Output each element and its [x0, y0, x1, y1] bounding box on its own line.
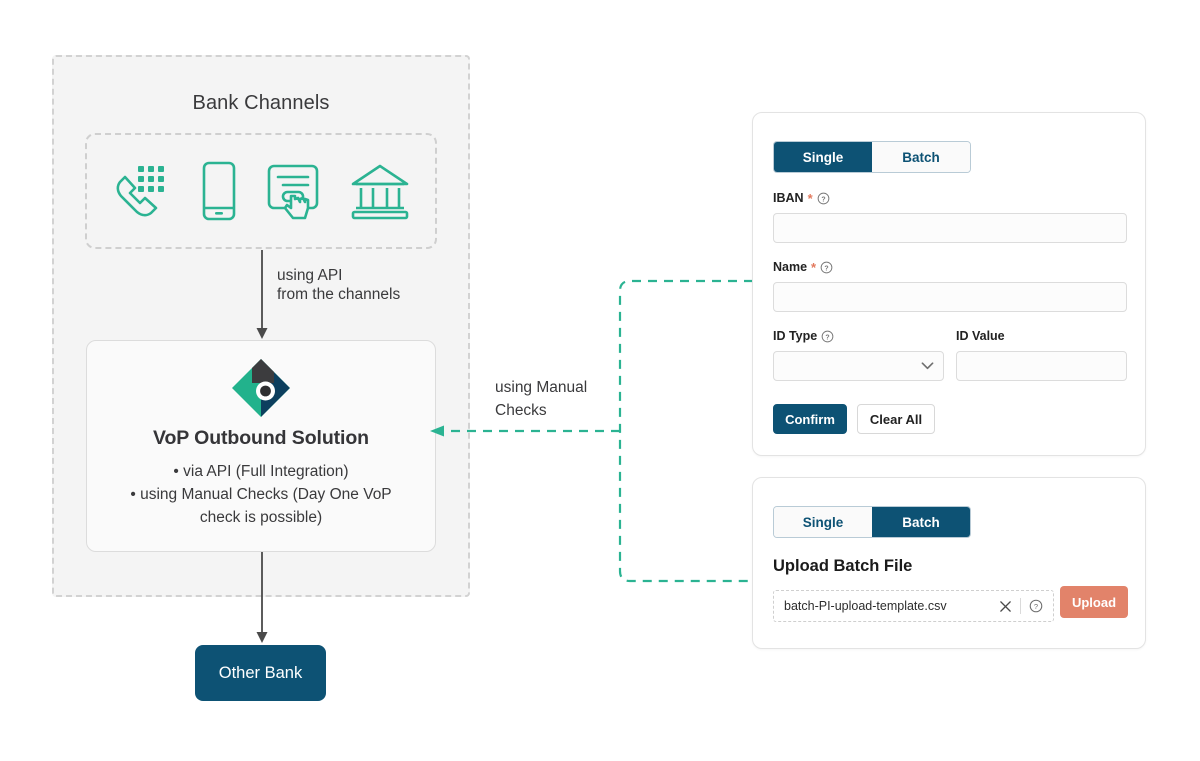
batch-tab-batch[interactable]: Batch [872, 507, 970, 537]
other-bank-flow-arrow [252, 552, 272, 644]
single-card-mode-toggle[interactable]: Single Batch [773, 141, 971, 173]
id-value-input[interactable] [956, 351, 1127, 381]
iban-input[interactable] [773, 213, 1127, 243]
vop-solution-bullets: • via API (Full Integration) • using Man… [107, 460, 415, 529]
upload-button[interactable]: Upload [1060, 586, 1128, 618]
manual-checks-connector [420, 275, 765, 587]
close-icon[interactable] [999, 600, 1012, 613]
vop-bullet-manual: • using Manual Checks (Day One VoP check… [130, 486, 392, 526]
bank-channels-title: Bank Channels [192, 92, 330, 114]
iban-label: IBAN * ? [773, 191, 830, 205]
batch-tab-single[interactable]: Single [774, 507, 872, 537]
iban-required-marker: * [807, 190, 813, 206]
id-type-select[interactable] [773, 351, 944, 381]
bank-channels-diagram: Bank Channels [52, 55, 753, 701]
online-form-click-icon [265, 160, 325, 222]
vop-brand-logo [87, 357, 435, 419]
iban-help-icon[interactable]: ? [817, 192, 830, 205]
batch-file-dropzone[interactable]: batch-PI-upload-template.csv ? [773, 590, 1054, 622]
name-required-marker: * [811, 259, 817, 275]
channels-icon-group [85, 133, 437, 249]
file-divider [1020, 598, 1021, 614]
svg-text:?: ? [824, 265, 828, 272]
other-bank-label: Other Bank [218, 663, 303, 682]
upload-batch-file-heading: Upload Batch File [773, 557, 913, 575]
name-input[interactable] [773, 282, 1127, 312]
confirm-button[interactable]: Confirm [773, 404, 847, 434]
name-help-icon[interactable]: ? [820, 261, 833, 274]
id-type-label: ID Type ? [773, 329, 834, 343]
svg-text:?: ? [826, 334, 830, 341]
batch-upload-card: Single Batch Upload Batch File batch-PI-… [752, 477, 1146, 649]
manual-checks-label: using Manual Checks [495, 379, 588, 419]
id-value-label: ID Value [956, 329, 1005, 343]
tab-batch[interactable]: Batch [872, 142, 970, 172]
bank-building-icon [349, 160, 411, 222]
vop-bullet-api: • via API (Full Integration) [173, 463, 349, 480]
vop-solution-title: VoP Outbound Solution [153, 427, 369, 449]
mobile-phone-icon [197, 160, 241, 222]
other-bank-node: Other Bank [195, 645, 326, 701]
clear-all-button[interactable]: Clear All [857, 404, 935, 434]
batch-file-help-icon[interactable]: ? [1029, 599, 1043, 613]
batch-card-mode-toggle[interactable]: Single Batch [773, 506, 971, 538]
phone-keypad-icon [111, 160, 173, 222]
id-type-select-input[interactable] [773, 351, 944, 381]
id-type-help-icon[interactable]: ? [821, 330, 834, 343]
api-flow-label: using API from the channels [277, 267, 401, 303]
single-check-card: Single Batch IBAN * ? Name * ? ID Type [752, 112, 1146, 456]
svg-text:?: ? [1034, 602, 1038, 611]
svg-text:?: ? [821, 196, 825, 203]
vop-outbound-solution-card: VoP Outbound Solution • via API (Full In… [86, 340, 436, 552]
batch-file-name: batch-PI-upload-template.csv [784, 599, 947, 613]
api-flow-arrow [252, 250, 272, 340]
tab-single[interactable]: Single [774, 142, 872, 172]
name-label: Name * ? [773, 260, 833, 274]
